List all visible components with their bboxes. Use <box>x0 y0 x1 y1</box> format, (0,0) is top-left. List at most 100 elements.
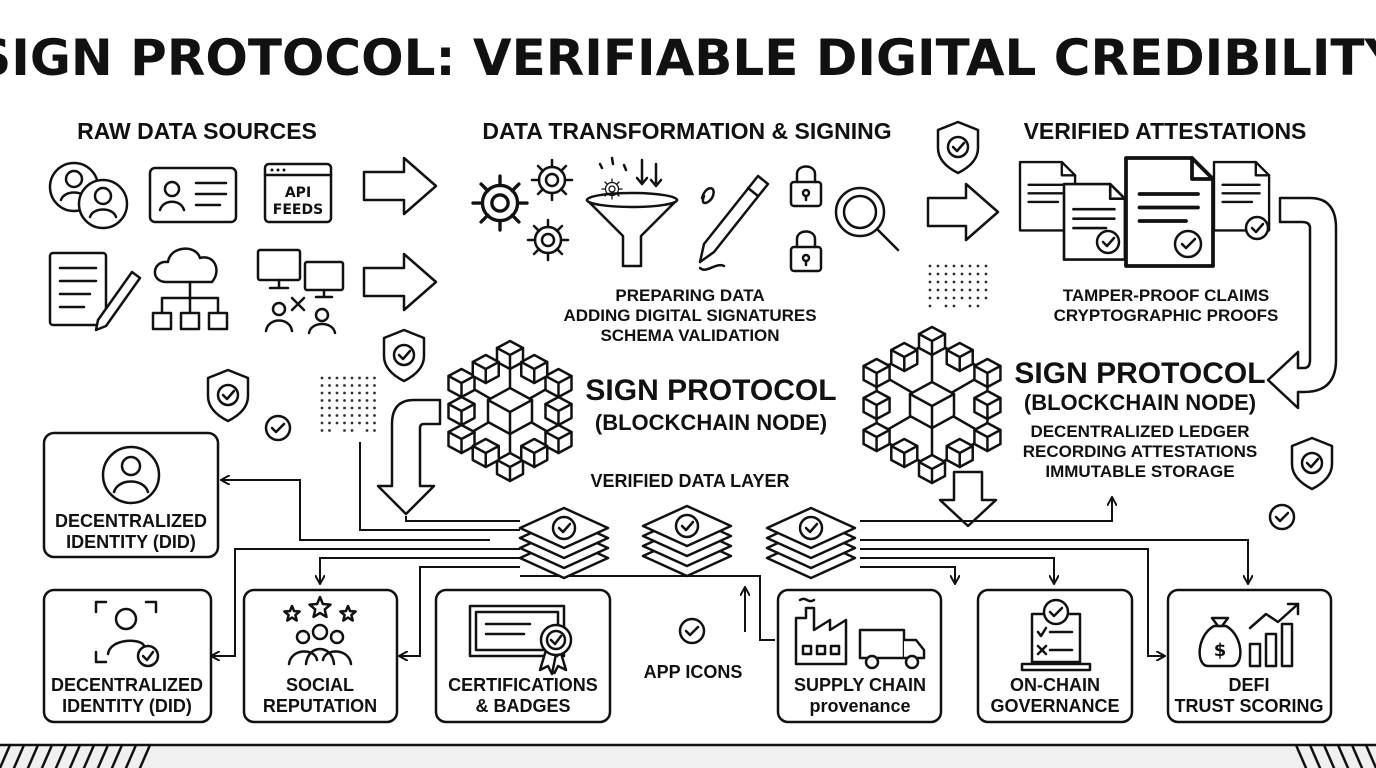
check-circle-icon-left <box>266 416 290 440</box>
app-label-line1: DECENTRALIZED <box>55 511 207 531</box>
feeds-label: FEEDS <box>273 202 323 218</box>
gears-icon <box>473 160 572 260</box>
node-cube <box>947 439 973 467</box>
shield-check-icon-mid <box>384 330 424 381</box>
check-circle-icon-apps <box>680 619 704 643</box>
transform-step-2: ADDING DIGITAL SIGNATURES <box>563 306 816 325</box>
transform-step-3: SCHEMA VALIDATION <box>600 326 779 345</box>
node-cube <box>919 327 945 355</box>
data-layer-stack-1 <box>520 508 608 578</box>
node-cube <box>919 455 945 483</box>
curved-arrow-to-node <box>1268 198 1336 408</box>
app-card-did-bottom[interactable]: DECENTRALIZED IDENTITY (DID) <box>44 590 211 722</box>
shield-check-icon-left <box>208 370 248 421</box>
app-label-line1: SOCIAL <box>286 675 354 695</box>
magnifier-icon <box>836 188 898 250</box>
app-card-did-top[interactable]: DECENTRALIZED IDENTITY (DID) <box>44 433 218 557</box>
attestation-documents-icon <box>1020 158 1269 266</box>
app-label-line2: IDENTITY (DID) <box>66 532 196 552</box>
blockchain-node-cluster-left <box>449 341 572 481</box>
node-cube <box>891 439 917 467</box>
app-label-line2: IDENTITY (DID) <box>62 696 192 716</box>
users-group-icon <box>50 163 127 228</box>
node-cube <box>864 359 890 387</box>
app-label-line1: DEFI <box>1228 675 1269 695</box>
padlock-icon-top <box>791 167 821 207</box>
app-card-defi[interactable]: $ DEFI TRUST SCORING <box>1168 590 1331 722</box>
node-cube <box>449 369 475 397</box>
node-cube <box>947 343 973 371</box>
attestation-note-1: TAMPER-PROOF CLAIMS <box>1063 286 1270 305</box>
node-cube <box>521 355 547 383</box>
node-cube <box>449 425 475 453</box>
api-label: API <box>285 185 311 201</box>
form-edit-icon <box>50 253 140 330</box>
node-cube <box>473 355 499 383</box>
footer-band <box>0 745 1376 768</box>
app-label-line1: ON-CHAIN <box>1010 675 1100 695</box>
padlock-icon-bottom <box>791 232 821 272</box>
node-cube <box>497 453 523 481</box>
node-cube <box>974 391 1000 419</box>
transform-heading: DATA TRANSFORMATION & SIGNING <box>482 118 891 144</box>
app-label-line1: CERTIFICATIONS <box>448 675 598 695</box>
flow-arrow-top <box>364 158 436 214</box>
attestation-note-2: CRYPTOGRAPHIC PROOFS <box>1054 306 1279 325</box>
node-right-detail-3: IMMUTABLE STORAGE <box>1045 462 1234 481</box>
node-left-subtitle: (BLOCKCHAIN NODE) <box>595 410 827 435</box>
app-card-governance[interactable]: ON-CHAIN GOVERNANCE <box>978 590 1132 722</box>
node-right-subtitle: (BLOCKCHAIN NODE) <box>1024 390 1256 415</box>
node-right-detail-1: DECENTRALIZED LEDGER <box>1030 422 1249 441</box>
shield-check-icon-right <box>1292 438 1332 489</box>
pen-sign-icon <box>700 176 768 270</box>
blockchain-node-cluster-right <box>864 327 1001 483</box>
app-label-line2: GOVERNANCE <box>990 696 1119 716</box>
node-cube <box>864 423 890 451</box>
verified-data-layer-label: VERIFIED DATA LAYER <box>590 471 789 491</box>
app-label-line1: DECENTRALIZED <box>51 675 203 695</box>
node-cube <box>545 369 571 397</box>
node-cube <box>521 439 547 467</box>
svg-text:$: $ <box>1214 640 1227 661</box>
node-cube <box>545 397 571 425</box>
id-card-icon <box>150 168 236 222</box>
api-feeds-icon: API FEEDS <box>265 164 331 222</box>
app-label-line2: TRUST SCORING <box>1174 696 1323 716</box>
app-card-certifications[interactable]: CERTIFICATIONS & BADGES <box>436 590 610 722</box>
node-left-title: SIGN PROTOCOL <box>585 374 836 407</box>
transform-step-1: PREPARING DATA <box>615 286 764 305</box>
node-cube <box>974 423 1000 451</box>
curved-arrow-down-left <box>378 400 440 514</box>
flow-arrow-attestations <box>928 184 998 240</box>
app-label-line2: & BADGES <box>475 696 570 716</box>
node-cube <box>545 425 571 453</box>
node-cube <box>497 341 523 369</box>
app-label-line2: REPUTATION <box>263 696 377 716</box>
app-card-supply-chain[interactable]: SUPPLY CHAIN provenance <box>778 590 941 722</box>
app-label-line1: SUPPLY CHAIN <box>794 675 926 695</box>
cloud-network-icon <box>153 249 227 329</box>
flow-arrow-bottom <box>364 254 436 310</box>
raw-data-heading: RAW DATA SOURCES <box>77 118 317 144</box>
dot-grid-decoration-left <box>321 377 376 432</box>
app-label-line2: provenance <box>809 696 910 716</box>
app-icons-label: APP ICONS <box>644 662 743 682</box>
node-cube <box>473 439 499 467</box>
node-cube <box>974 359 1000 387</box>
node-cube <box>864 391 890 419</box>
node-right-title: SIGN PROTOCOL <box>1014 357 1265 390</box>
central-cube <box>488 388 532 434</box>
data-layer-stack-2 <box>643 506 731 576</box>
node-cube <box>891 343 917 371</box>
dot-grid-decoration-right <box>929 265 988 308</box>
shield-check-icon-top <box>938 122 978 173</box>
user-circle-icon <box>103 447 159 503</box>
devices-users-icon <box>258 250 343 333</box>
funnel-icon <box>587 158 677 266</box>
check-circle-icon-right <box>1270 505 1294 529</box>
page-title: SIGN PROTOCOL: VERIFIABLE DIGITAL CREDIB… <box>0 29 1376 87</box>
app-card-social-reputation[interactable]: SOCIAL REPUTATION <box>244 590 397 722</box>
arrow-down-right <box>940 472 996 526</box>
node-cube <box>449 397 475 425</box>
